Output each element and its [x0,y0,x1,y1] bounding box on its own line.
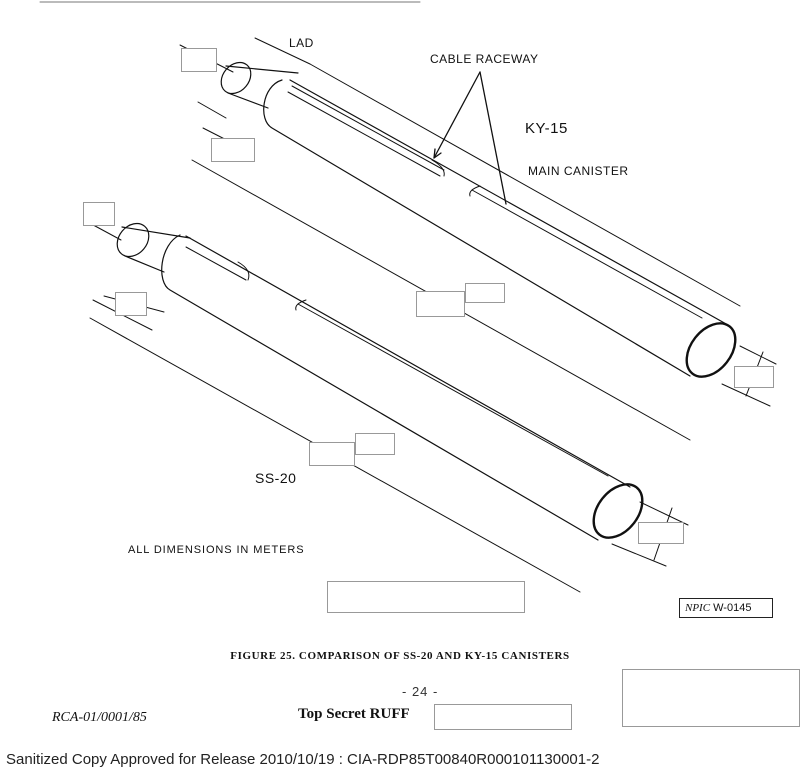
ky15-lad-end [220,61,252,95]
lad-label: LAD [289,36,314,50]
redacted-box [638,522,684,544]
redacted-box [181,48,217,72]
cable-raceway-label: CABLE RACEWAY [430,52,539,66]
redacted-box [327,581,525,613]
classification-marking: Top Secret RUFF [298,706,410,722]
redacted-box [416,291,465,317]
control-number: RCA-01/0001/85 [52,710,147,725]
redacted-box [434,704,572,730]
redacted-box [309,442,355,466]
redacted-box [211,138,255,162]
ky15-canister [179,37,777,441]
page-number: - 24 - [402,684,439,699]
ss20-body [161,234,599,541]
redacted-box [734,366,774,388]
ky15-label: KY-15 [525,120,568,137]
npic-code: W-0145 [713,602,752,614]
release-line: Sanitized Copy Approved for Release 2010… [6,751,600,768]
npic-org: NPIC [685,602,711,614]
redacted-box [465,283,505,303]
redacted-box [622,669,800,727]
ss20-small-end [116,222,150,258]
npic-tag: NPIC W-0145 [679,598,773,618]
figure-caption: FIGURE 25. COMPARISON OF SS-20 AND KY-15… [230,650,570,662]
redacted-box [83,202,115,226]
ss20-end-face [592,483,644,539]
ss20-label: SS-20 [255,470,297,486]
ss20-canister [83,219,689,593]
main-canister-label: MAIN CANISTER [528,164,629,178]
dimensions-note: ALL DIMENSIONS IN METERS [128,544,305,556]
ky15-body [263,79,691,377]
ky15-end-face [685,322,737,378]
redacted-box [115,292,147,316]
redacted-box [355,433,395,455]
